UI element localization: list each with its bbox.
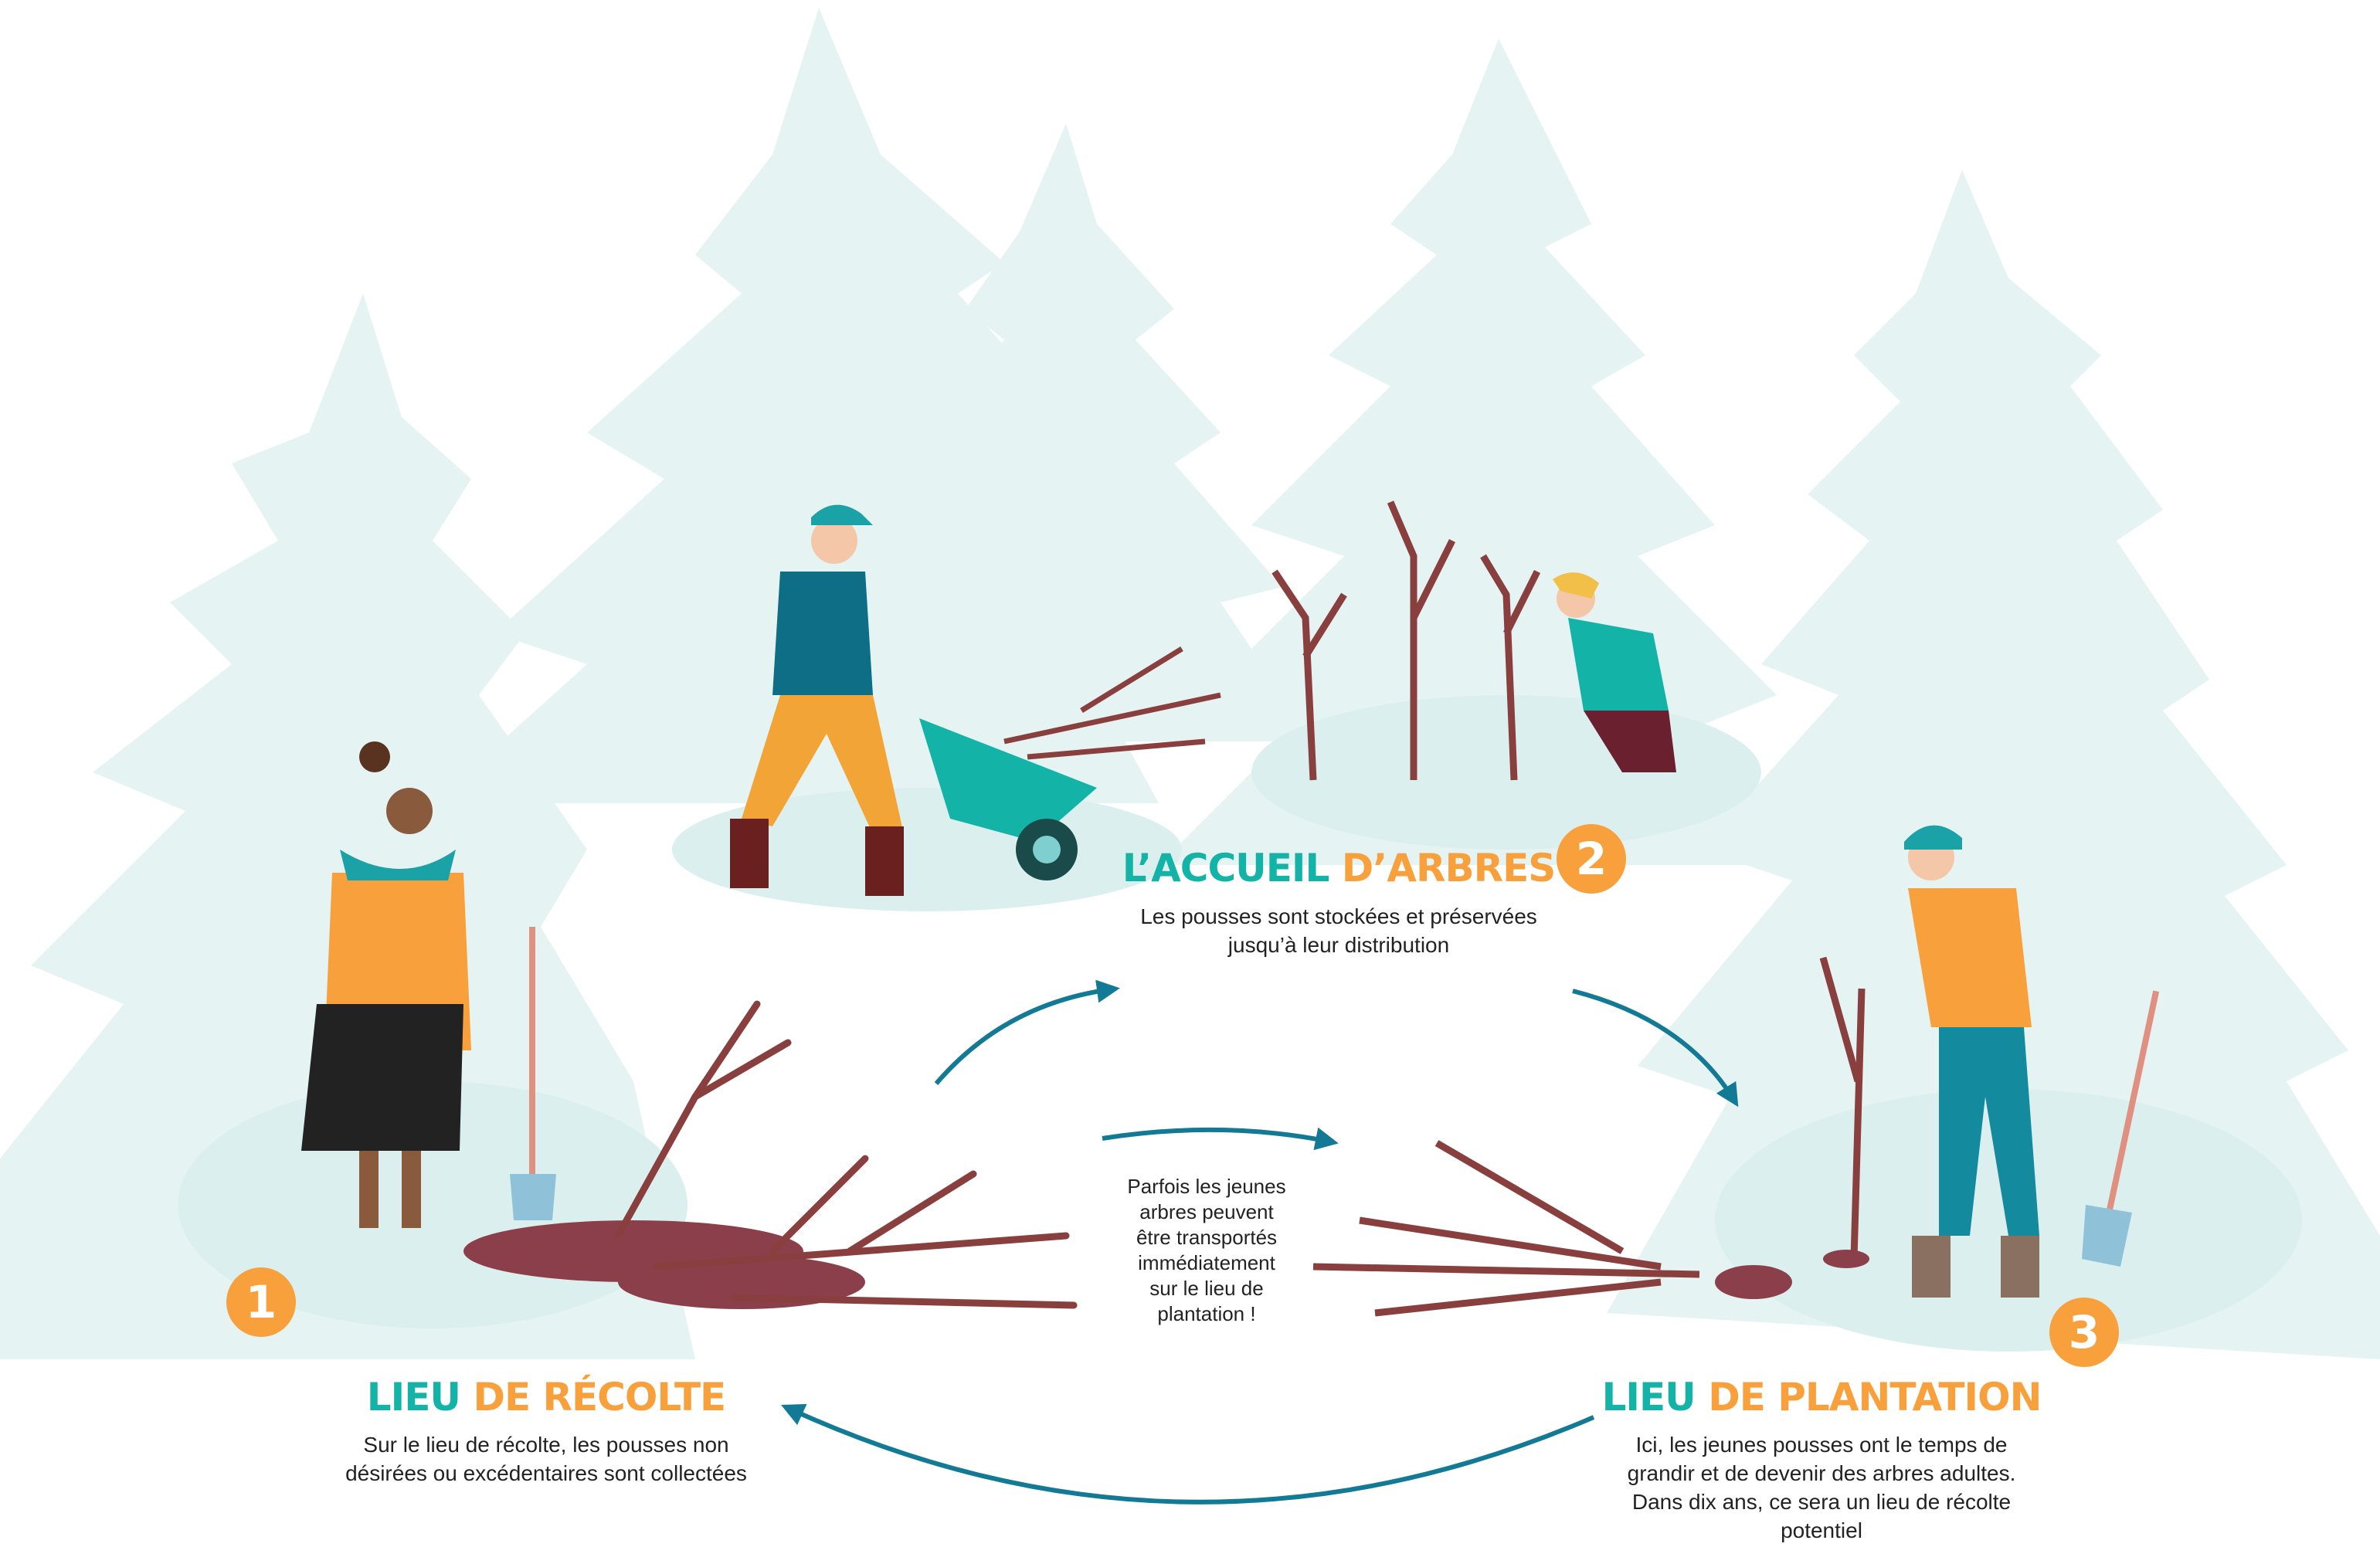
desc-line: potentiel: [1781, 1518, 1862, 1542]
desc-line: grandir et de devenir des arbres adultes…: [1627, 1461, 2016, 1485]
shortcut-note: Parfois les jeunes arbres peuvent être t…: [1127, 1174, 1285, 1327]
arrow-1-to-2: [934, 979, 1120, 1085]
arrow-3-to-1: [781, 1403, 1595, 1505]
woman-harvesting: [301, 741, 556, 1228]
step-1-number-badge: 1: [226, 1267, 296, 1337]
step-1-title: LIEU DE RÉCOLTE: [366, 1375, 726, 1420]
tree-bg-4: [1159, 39, 1838, 865]
ground-3: [1251, 695, 1761, 850]
note-line: être transportés: [1136, 1226, 1278, 1249]
step-1-description: Sur le lieu de récolte, les pousses non …: [345, 1430, 747, 1488]
cycle-arrows: [781, 979, 1739, 1505]
desc-line: Dans dix ans, ce sera un lieu de récolte: [1631, 1490, 2012, 1514]
desc-line: Ici, les jeunes pousses ont le temps de: [1635, 1433, 2008, 1457]
step-3-description: Ici, les jeunes pousses ont le temps de …: [1628, 1430, 2016, 1545]
tree-bg-3: [811, 124, 1313, 741]
planted-tree-and-branches: [1312, 956, 1866, 1317]
step-2-title-part-b: D’ARBRES: [1341, 846, 1556, 891]
desc-line: jusqu’à leur distribution: [1227, 933, 1450, 957]
branches-in-wheelbarrow: [1003, 646, 1221, 760]
step-1-title-part-a: LIEU: [366, 1375, 461, 1420]
step-1-title-part-b: DE RÉCOLTE: [473, 1375, 726, 1420]
planting-soil: [1715, 1250, 1869, 1299]
kneeling-woman: [1553, 572, 1676, 772]
note-line: sur le lieu de: [1149, 1277, 1264, 1300]
desc-line: Sur le lieu de récolte, les pousses non: [363, 1433, 729, 1457]
harvest-soil-and-branches: [463, 1220, 865, 1309]
step-2-description: Les pousses sont stockées et préservées …: [1140, 902, 1537, 959]
desc-line: désirées ou excédentaires sont collectée…: [345, 1461, 747, 1485]
note-line: plantation !: [1157, 1302, 1256, 1325]
branches-left: [614, 1000, 1078, 1309]
step-3-title: LIEU DE PLANTATION: [1602, 1375, 2042, 1420]
step-3-title-part-b: DE PLANTATION: [1708, 1375, 2042, 1420]
step-3-title-part-a: LIEU: [1601, 1375, 1696, 1420]
arrow-1-to-3-shortcut: [1102, 1127, 1339, 1151]
arrow-2-to-3: [1572, 989, 1739, 1108]
note-line: arbres peuvent: [1139, 1200, 1274, 1223]
step-3-number-badge: 3: [2049, 1298, 2119, 1367]
stored-trees: [1271, 500, 1541, 781]
step-2-number-badge: 2: [1557, 824, 1626, 894]
step-2-title-part-a: L’ACCUEIL: [1122, 846, 1330, 891]
man-with-wheelbarrow: [730, 504, 1097, 896]
step-2-title: L’ACCUEIL D’ARBRES: [1122, 846, 1557, 891]
tree-bg-5: [1607, 170, 2380, 1359]
note-line: immédiatement: [1138, 1251, 1275, 1274]
desc-line: Les pousses sont stockées et préservées: [1140, 904, 1537, 928]
man-planting: [1904, 825, 2160, 1298]
note-line: Parfois les jeunes: [1127, 1175, 1286, 1198]
